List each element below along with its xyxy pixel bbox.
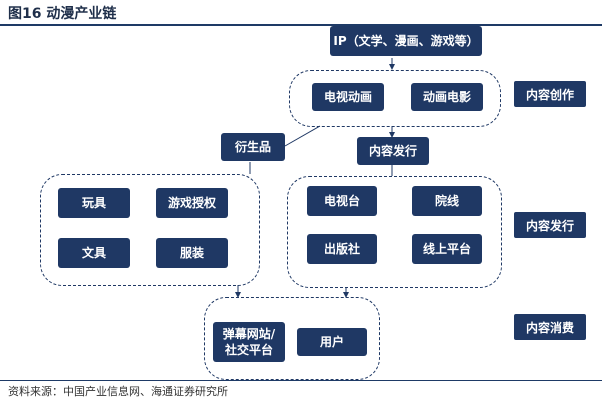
derivatives-group <box>40 174 260 286</box>
footer-rule <box>0 380 602 381</box>
game-license-node: 游戏授权 <box>156 188 228 218</box>
stage-label-consumption: 内容消费 <box>514 314 586 340</box>
publisher-node: 出版社 <box>307 234 377 264</box>
ip-node: IP（文学、漫画、游戏等） <box>330 26 482 56</box>
online-platform-node: 线上平台 <box>412 234 482 264</box>
content-creation-group <box>289 70 501 127</box>
title-rule <box>0 24 602 26</box>
animated-film-node: 动画电影 <box>411 83 483 111</box>
stage-label-distribution: 内容发行 <box>514 212 586 238</box>
figure-title: 图16 动漫产业链 <box>8 6 117 22</box>
danmaku-social-node: 弹幕网站/ 社交平台 <box>213 322 285 362</box>
distribution-node: 内容发行 <box>357 137 429 165</box>
stage-label-creation: 内容创作 <box>514 81 586 107</box>
consumption-group <box>204 297 380 380</box>
toys-node: 玩具 <box>58 188 130 218</box>
tv-station-node: 电视台 <box>307 186 377 216</box>
users-node: 用户 <box>297 328 367 356</box>
danmaku-line2: 社交平台 <box>224 343 273 357</box>
apparel-node: 服装 <box>156 238 228 268</box>
cinema-node: 院线 <box>412 186 482 216</box>
distribution-group <box>287 176 502 288</box>
stationery-node: 文具 <box>58 238 130 268</box>
creation-to-derivatives-line <box>284 125 321 147</box>
tv-animation-node: 电视动画 <box>312 83 384 111</box>
danmaku-line1: 弹幕网站/ <box>222 327 276 341</box>
derivatives-node: 衍生品 <box>221 133 285 161</box>
source-note: 资料来源：中国产业信息网、海通证券研究所 <box>8 385 228 398</box>
